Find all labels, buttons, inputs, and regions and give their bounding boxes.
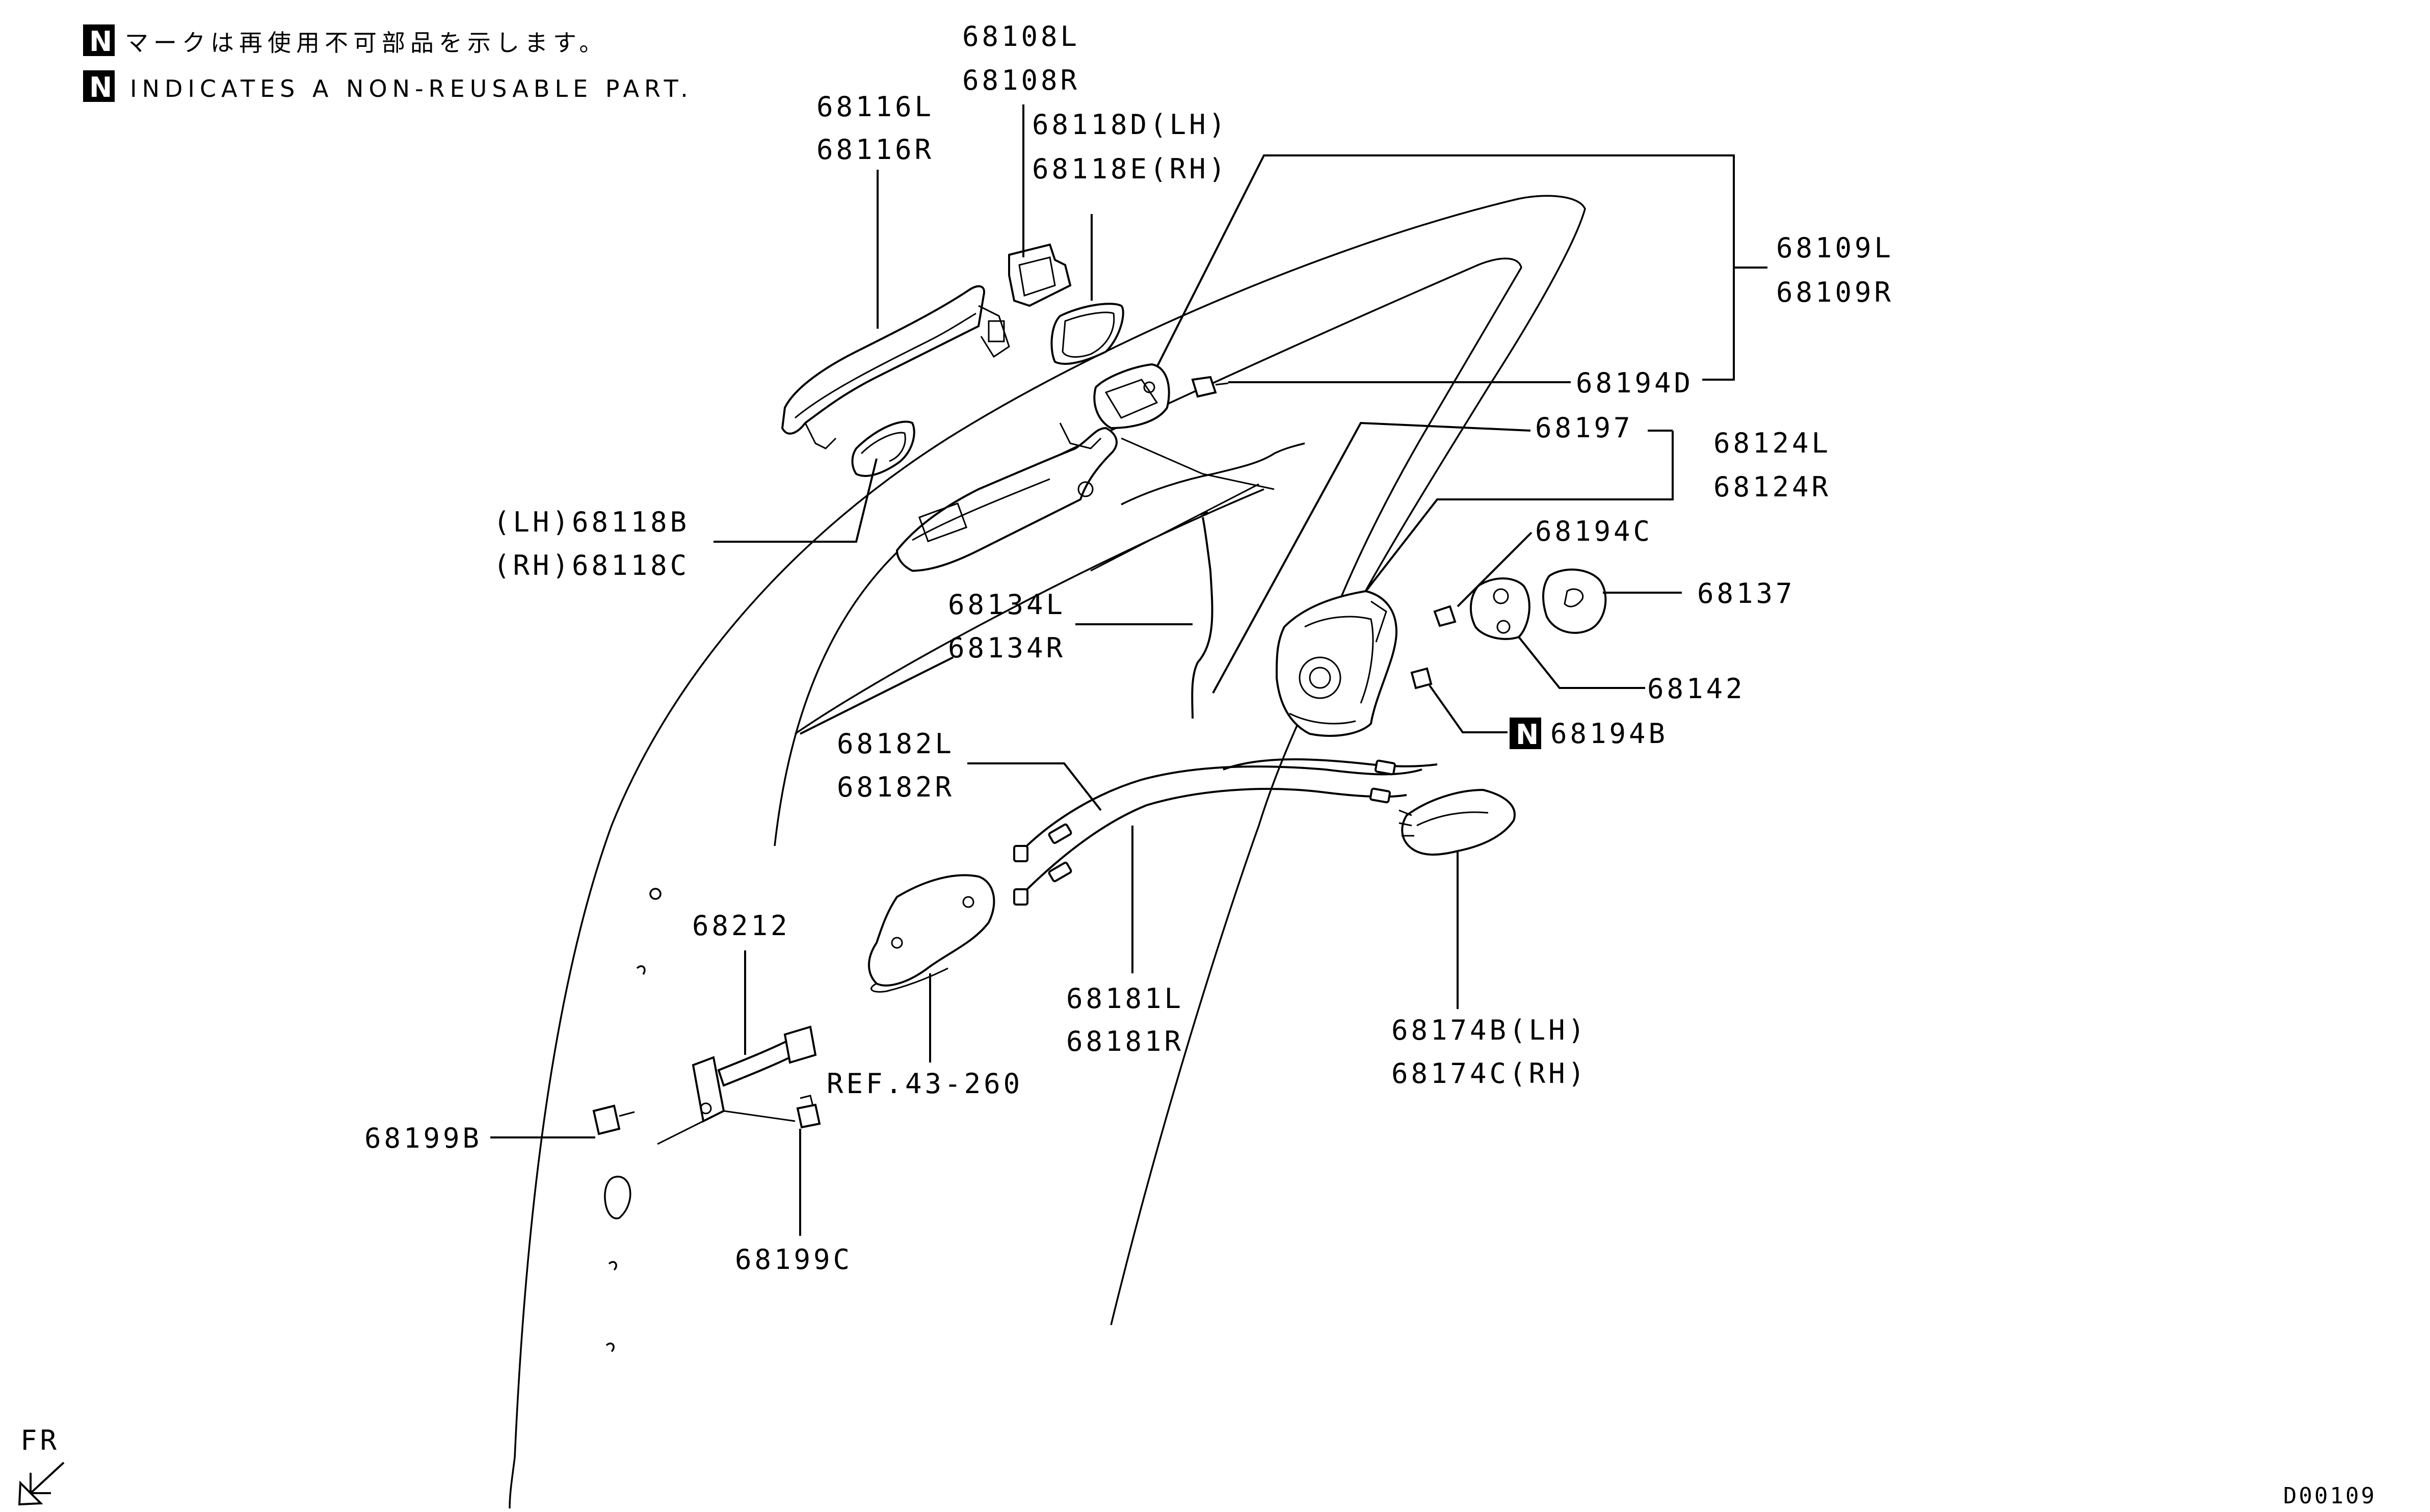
label-68124r: 68124R — [1713, 471, 1831, 503]
legend: N マークは再使用不可部品を示します。 N INDICATES A NON-RE… — [83, 24, 693, 103]
label-68109r: 68109R — [1776, 276, 1894, 308]
label-68142: 68142 — [1647, 673, 1746, 705]
handle-mechanism — [1093, 363, 1170, 430]
door-striker — [1469, 577, 1530, 640]
key-cylinder-cap — [1008, 243, 1072, 307]
front-arrow-icon — [18, 1462, 65, 1506]
inside-handle — [868, 874, 995, 993]
non-reusable-badge-icon — [83, 70, 115, 102]
outside-handle — [781, 285, 1010, 449]
label-68124l: 68124L — [1713, 427, 1831, 459]
screw-68194b — [1410, 667, 1433, 689]
drawing-code: D00109 — [2283, 1483, 2376, 1509]
badge-letter: N — [89, 25, 112, 58]
non-reusable-badge-icon — [1510, 718, 1541, 749]
label-68116l: 68116L — [816, 91, 934, 123]
label-68118b: (LH)68118B — [493, 506, 690, 538]
non-reusable-badge-icon — [83, 24, 115, 56]
label-68199c: 68199C — [735, 1243, 853, 1276]
screw-68194c — [1433, 605, 1457, 627]
door-lock-actuator — [1275, 590, 1398, 737]
door-check — [692, 1025, 817, 1123]
label-68137: 68137 — [1697, 577, 1795, 609]
label-68174b: 68174B(LH) — [1391, 1014, 1588, 1046]
door-cables — [1013, 758, 1438, 906]
label-68212: 68212 — [692, 910, 790, 942]
label-68182l: 68182L — [837, 728, 955, 760]
bolt-68199c — [796, 1095, 821, 1129]
label-68118c: (RH)68118C — [493, 549, 690, 581]
label-68181r: 68181R — [1066, 1025, 1184, 1057]
label-ref-43-260: REF.43-260 — [827, 1068, 1023, 1100]
part-labels: 68108L 68108R 68116L 68116R 68118D(LH) 6… — [364, 20, 1894, 1276]
label-68116r: 68116R — [816, 134, 934, 166]
label-68194d: 68194D — [1576, 367, 1694, 399]
legend-note-en: INDICATES A NON-REUSABLE PART. — [130, 75, 693, 102]
handle-gasket-rear — [1050, 303, 1124, 365]
handle-frame — [895, 422, 1118, 572]
label-68108l: 68108L — [962, 20, 1080, 52]
label-68182r: 68182R — [837, 771, 955, 803]
door-outline — [509, 195, 1586, 1509]
label-68199b: 68199B — [364, 1122, 482, 1154]
handle-gasket-front — [851, 420, 915, 477]
leader-lines — [490, 104, 1767, 1236]
label-68194c: 68194C — [1535, 515, 1653, 547]
lock-actuator-bracket — [1398, 788, 1516, 856]
badge-letter: N — [1516, 719, 1539, 751]
label-68134r: 68134R — [948, 632, 1066, 664]
bolt-68199b — [592, 1104, 635, 1135]
front-orientation-marker: FR — [18, 1424, 65, 1506]
label-68108r: 68108R — [962, 64, 1080, 96]
orientation-label: FR — [20, 1424, 60, 1456]
label-68181l: 68181L — [1066, 983, 1184, 1015]
label-68118e: 68118E(RH) — [1032, 153, 1228, 185]
lock-rod — [1191, 511, 1213, 719]
striker-shim — [1542, 568, 1607, 634]
badge-letter: N — [89, 71, 112, 103]
legend-note-jp: マークは再使用不可部品を示します。 — [125, 29, 608, 57]
label-68197: 68197 — [1535, 412, 1633, 444]
label-68118d: 68118D(LH) — [1032, 109, 1228, 141]
label-68194b: 68194B — [1550, 718, 1668, 750]
label-68174c: 68174C(RH) — [1391, 1057, 1588, 1090]
screw-68194d — [1191, 376, 1229, 398]
label-68134l: 68134L — [948, 589, 1066, 621]
label-68109l: 68109L — [1776, 232, 1894, 264]
